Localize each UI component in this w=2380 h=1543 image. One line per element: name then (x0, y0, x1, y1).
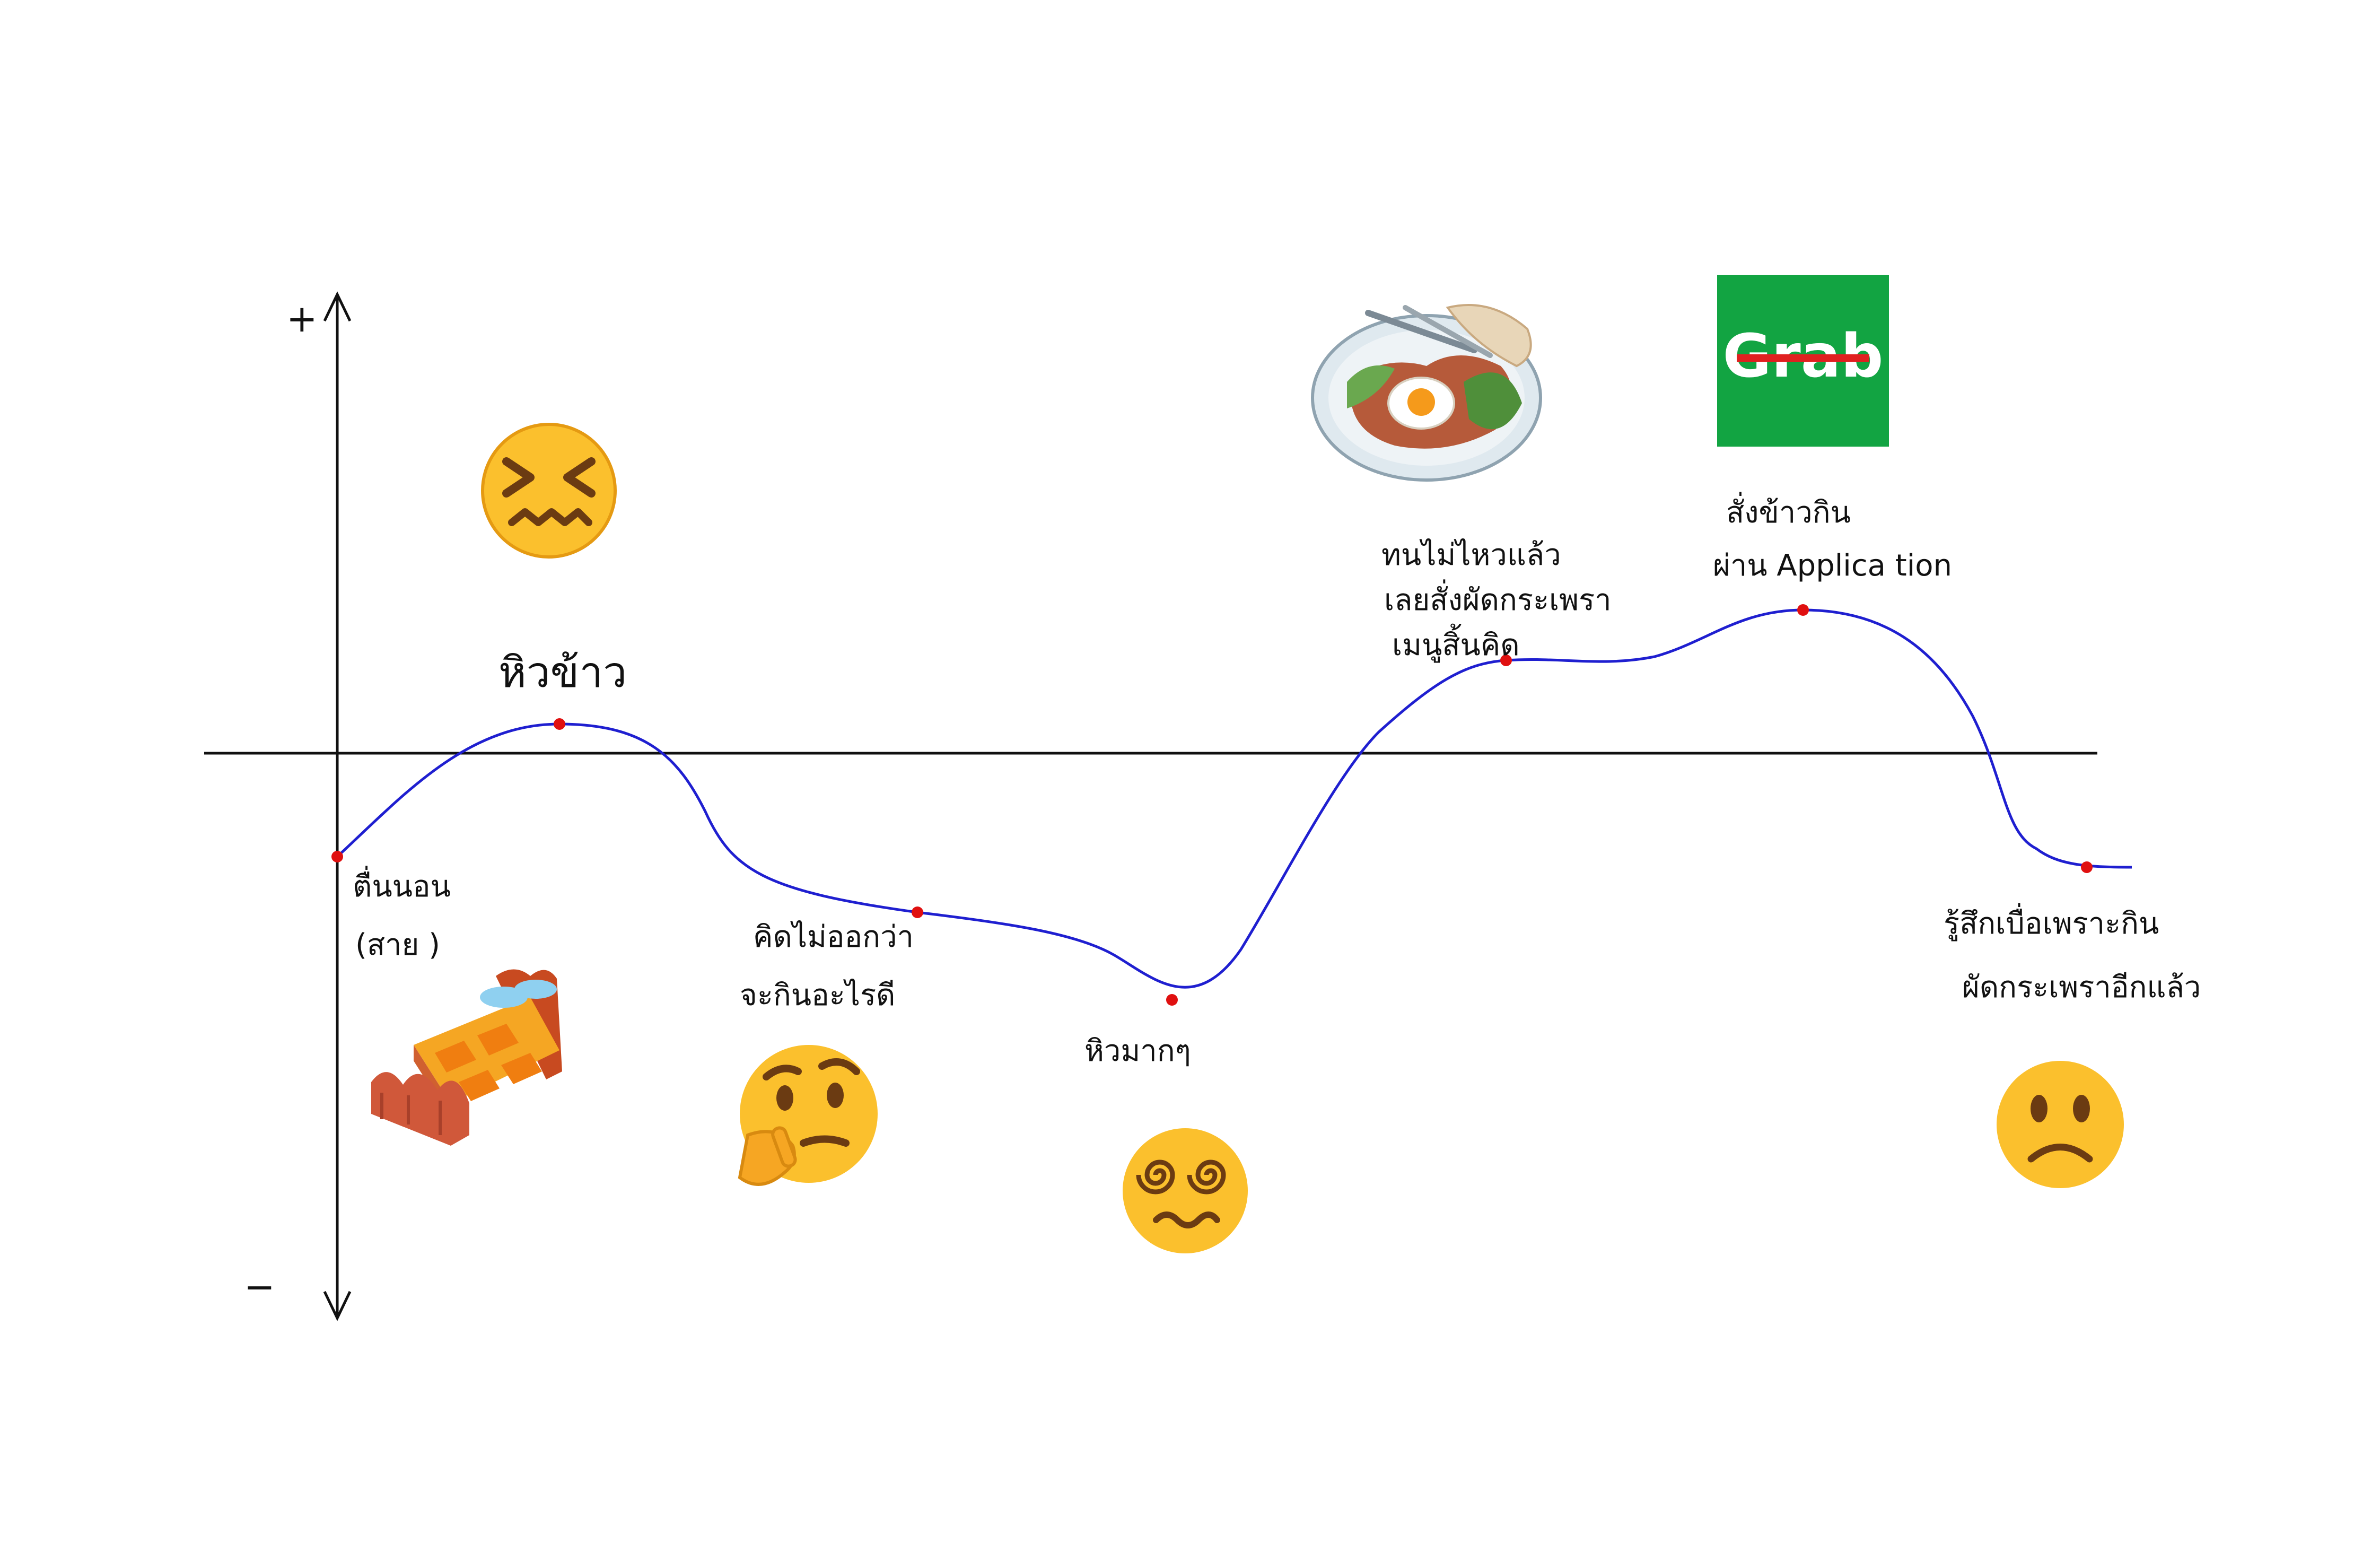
bed-icon (371, 969, 562, 1146)
up-arrow-icon (323, 291, 352, 322)
slightly-frowning-face-icon (1997, 1061, 2124, 1188)
point-ordered-basil (1500, 655, 1512, 666)
thinking-face-icon (738, 1045, 878, 1186)
food-plate-icon (1311, 304, 1542, 482)
label-wake-up: ตื่นนอน (สาย ) (353, 866, 451, 962)
label-line: หิวมากๆ (1084, 1034, 1191, 1068)
point-wake-up (331, 851, 343, 862)
label-line: คิดไม่ออกว่า (753, 920, 914, 954)
label-line: เลยสั่งผัดกระเพรา (1384, 579, 1612, 617)
label-line: (สาย ) (355, 928, 440, 962)
label-very-hungry: หิวมากๆ (1084, 1034, 1191, 1068)
label-hungry: หิวข้าว (498, 648, 627, 697)
down-arrow-icon (323, 1291, 352, 1321)
label-bored: รู้สึกเบื่อเพราะกิน ผัดกระเพราอีกแล้ว (1944, 903, 2201, 1005)
label-line: ตื่นนอน (353, 866, 451, 904)
label-line: ผ่าน Applica tion (1713, 548, 1952, 583)
point-bored (2081, 861, 2093, 873)
label-line: ทนไม่ไหวแล้ว (1381, 538, 1561, 572)
label-line: ผัดกระเพราอีกแล้ว (1962, 970, 2201, 1005)
label-grab-order: สั่งข้าวกิน ผ่าน Applica tion (1713, 492, 1952, 583)
mood-curve (336, 608, 2132, 989)
label-line: หิวข้าว (498, 648, 627, 697)
grab-logo-icon: Grab (1717, 275, 1889, 447)
label-line: เมนูสิ้นคิด (1392, 624, 1520, 663)
confounded-face-icon (481, 423, 617, 559)
dizzy-face-icon (1123, 1128, 1248, 1253)
label-line: รู้สึกเบื่อเพราะกิน (1944, 903, 2159, 942)
point-grab-order (1797, 604, 1809, 616)
point-hungry (554, 718, 565, 730)
point-very-hungry (1166, 994, 1178, 1006)
label-ordered-basil: ทนไม่ไหวแล้ว เลยสั่งผัดกระเพรา เมนูสิ้นค… (1381, 538, 1612, 663)
axis-minus-sign: − (244, 1265, 275, 1309)
point-thinking (912, 906, 923, 918)
label-thinking: คิดไม่ออกว่า จะกินอะไรดี (740, 920, 914, 1013)
label-line: สั่งข้าวกิน (1726, 492, 1851, 530)
axis-plus-sign: + (286, 297, 318, 341)
label-line: จะกินอะไรดี (740, 978, 895, 1013)
